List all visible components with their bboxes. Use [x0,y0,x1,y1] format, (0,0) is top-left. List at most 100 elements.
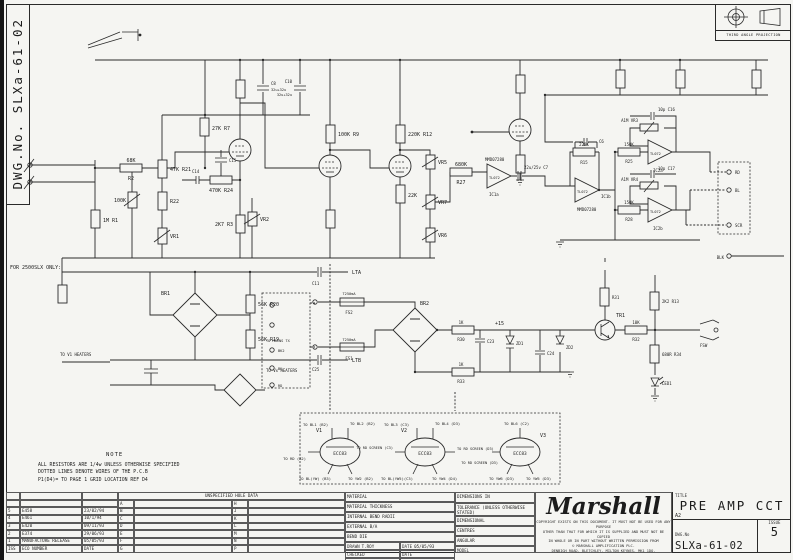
label-rd2: RD [278,384,282,388]
brand-block: Marshall COPYRIGHT EXISTS ON THIS DOCUME… [535,492,672,553]
label-for2500: FOR 2500SLX ONLY: [10,265,61,271]
label-r28-ref: R28 [625,217,633,222]
revision-table: 5 E458 23/02/94 4 E461 10/1/94 3 E420 09… [6,492,118,553]
rev-eco: E461 [20,514,82,523]
third-angle-box: THIRD ANGLE PROJECTION [715,4,791,41]
label-bk: BK [278,367,283,371]
label-r34: 680R R34 [662,352,682,357]
dims-line: CENTRES [455,526,535,536]
hole-row-letter: H [232,500,248,508]
resistors [57,69,762,377]
wires [30,59,784,411]
valve-v1-pin-l: TO RD (B2) [283,456,306,461]
dimensions-block: DIMENSIONS IN TOLERANCE (UNLESS OTHERWIS… [455,492,535,553]
valve-v2-ref: V2 [401,428,407,434]
label-r30-ref: R30 [457,337,465,342]
label-c24: C24 [547,351,555,356]
potentiometers [123,121,659,245]
rev-date: 10/1/94 [82,514,118,523]
label-rd: RD [735,170,740,175]
output-pins [717,161,751,259]
label-fs2-rating: T250mA [343,292,357,296]
dims-line: TOLERANCE (UNLESS OTHERWISE STATED) [455,503,535,516]
dims-line: DIMENSIONAL [455,516,535,526]
copyright-line: COPYRIGHT EXISTS ON THIS DOCUMENT. IT MU… [536,520,671,529]
label-r20: 56K R20 [258,302,279,308]
label-r3: 2K7 R3 [215,222,233,228]
valve-v2-pin-l: TO RD SCREEN (C3) [356,446,393,450]
note-line: ALL RESISTORS ARE 1/4w UNLESS OTHERWISE … [38,463,180,469]
label-c6: C6 [599,139,604,144]
dwg-number: SLXa-61-02 [675,540,744,552]
rev-eco: MANUFACTURE RELEASE [20,537,82,546]
drawing-border [6,4,791,553]
triode-3 [388,154,412,178]
label-c10: C10 [285,79,293,84]
label-bk2: BK2 [278,349,285,353]
copyright-line: IN WHOLE OR IN PART WITHOUT WRITTEN PERM… [548,539,659,544]
rev-eco: E458 [20,507,82,515]
dims-line: DIMENSIONS IN [455,492,535,503]
label-fs2: FS2 [345,310,353,315]
valve-v1-pin-tr: TO BL2 (B2) [350,421,375,426]
label-r12: 220K R12 [408,132,432,138]
label-c10-value: 32u+32u [277,93,292,97]
projection-symbol-icon [724,6,781,28]
triode-stages [228,118,532,178]
label-zd1: ZD1 [516,341,524,346]
valve-v2-pin-tl: TO BL3 (C3) [384,422,409,427]
label-r33-ref: R33 [457,379,465,384]
third-angle-caption: THIRD ANGLE PROJECTION [726,33,781,37]
hole-row-letter: N [232,537,248,546]
valve-v3: V3 ECC83 TO BL6 (C2) TO RD SCREEN (D3) T… [461,421,551,481]
label-r28-value: 150K [624,200,634,205]
label-r32-value: 10K [632,320,640,325]
label-ic2a-ref: IC2a [653,168,663,173]
label-r30-value: 1K [459,320,464,325]
label-r9: 100K R9 [338,132,359,138]
label-br1: BR1 [161,291,170,297]
rev-eco: E420 [20,522,82,531]
material-row: INTERNAL BEND RADII [345,512,455,522]
label-r7: 27K R7 [212,126,230,132]
rev-date: 05/05/93 [82,537,118,546]
label-heaters2: TO Vx HEATERS [266,368,298,373]
valve-v2-type: ECC83 [418,451,432,457]
label-vr2: VR2 [260,217,269,223]
dwg-label: DWG.No [675,532,690,537]
hole-row-letter: J [232,507,248,516]
valve-v2-pin-r: TO RD SCREEN (D3) [457,447,494,451]
hole-row-letter: D [118,522,134,531]
material-row: MATERIAL THICKNESS [345,502,455,512]
sheet-size: A2 [673,513,791,520]
issue-cell: ISSUE 5 [756,520,791,553]
label-r26: 22K [408,193,417,199]
valve-v3-pin-t: TO BL6 (C2) [504,421,529,426]
rev-date: 09/11/93 [82,522,118,531]
checked-row: CHECKED DATE [345,550,455,558]
ground-symbols [516,179,659,402]
model-cell: MODEL 2100SLX/2500SLX [455,546,535,553]
corner-detail [87,29,142,49]
label-r31: R31 [612,295,620,300]
material-table: MATERIAL MATERIAL THICKNESS INTERNAL BEN… [345,492,455,560]
copyright-line: OTHER THAN THAT FOR WHICH IT IS SUPPLIED… [542,529,665,539]
rev-iss: 1 [6,537,20,546]
fuses [339,297,365,352]
rev-eco: E374 [20,530,82,538]
valve-v3-pin-bl: TO YW6 (D3) [489,476,514,481]
triode-1 [228,138,252,162]
label-c17: 10p C17 [658,166,675,171]
label-r22: R22 [170,199,179,205]
capacitors [144,85,655,374]
material-row: MATERIAL [345,492,455,502]
label-c23: C23 [487,339,495,344]
label-r33-value: 1K [459,362,464,367]
hole-row-letter: F [118,537,134,546]
label-r25-value: 150K [624,142,634,147]
label-pot100k: 100K [114,198,126,204]
material-row: EXTERNAL B/A [345,522,455,532]
